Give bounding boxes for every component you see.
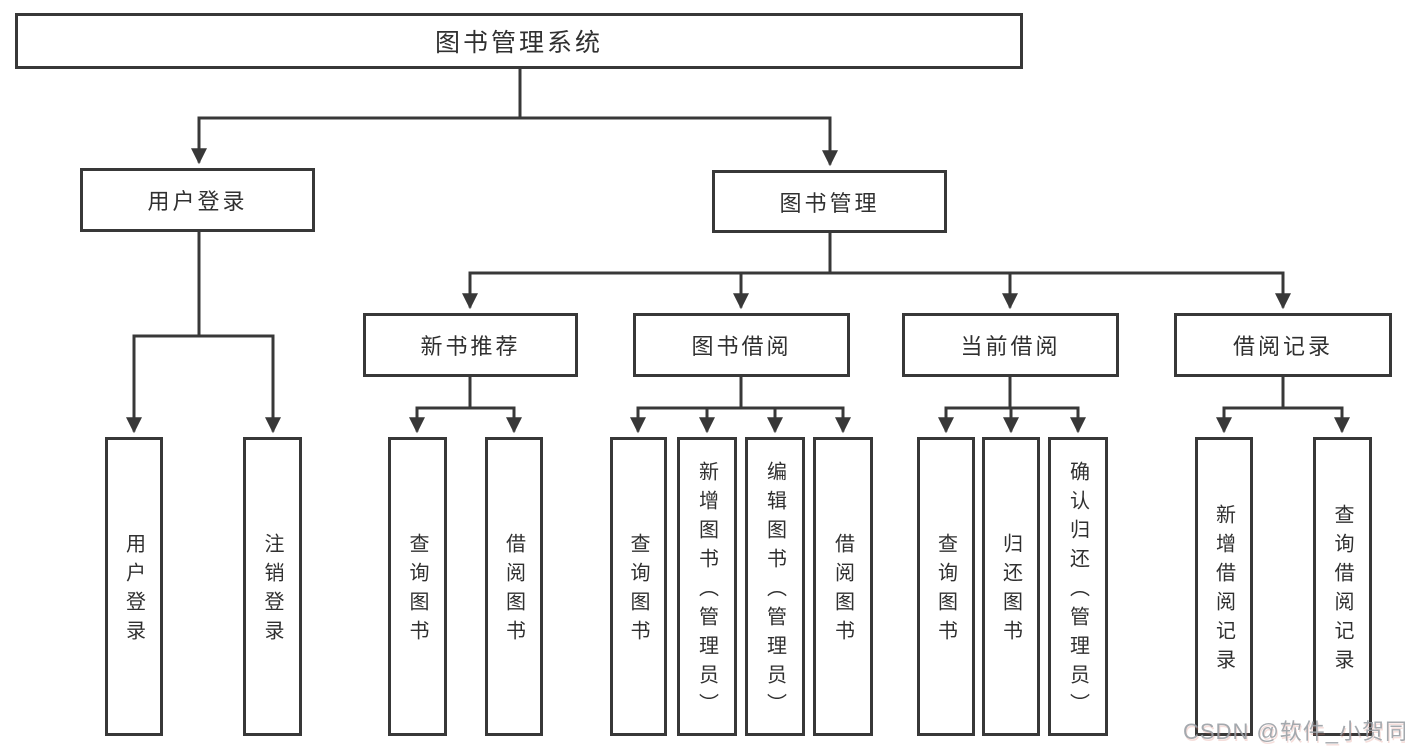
node-label: 用户登录 [122, 533, 145, 649]
leaf-logout: 注销登录 [243, 437, 302, 736]
node-library-management-system: 图书管理系统 [15, 13, 1023, 69]
leaf-user-login: 用户登录 [105, 437, 163, 736]
leaf-recommend-query-book: 查询图书 [388, 437, 447, 736]
leaf-recommend-borrow-book: 借阅图书 [485, 437, 543, 736]
node-borrowing-records: 借阅记录 [1174, 313, 1392, 377]
node-label: 图书管理 [779, 190, 880, 216]
node-label: 查询图书 [406, 533, 428, 649]
node-label: 借阅图书 [831, 533, 854, 649]
node-current-borrowing: 当前借阅 [902, 313, 1119, 377]
node-user-login: 用户登录 [80, 168, 315, 232]
node-label: 图书借阅 [691, 334, 792, 359]
leaf-borrowing-borrow-book: 借阅图书 [813, 437, 873, 736]
node-label: 借阅记录 [1232, 334, 1333, 359]
node-label: 归还图书 [999, 533, 1022, 649]
node-label: 用户登录 [147, 189, 248, 214]
node-label: 确认归还（管理员） [1066, 460, 1089, 722]
leaf-borrowing-edit-book-admin: 编辑图书（管理员） [745, 437, 805, 736]
node-label: 新书推荐 [420, 334, 521, 359]
leaf-borrowing-query-book: 查询图书 [610, 437, 667, 736]
node-label: 新增借阅记录 [1212, 504, 1235, 678]
leaf-current-return-book: 归还图书 [982, 437, 1040, 736]
leaf-records-add-record: 新增借阅记录 [1195, 437, 1253, 736]
leaf-borrowing-add-book-admin: 新增图书（管理员） [677, 437, 737, 736]
node-new-book-recommend: 新书推荐 [363, 313, 578, 377]
node-label: 当前借阅 [960, 334, 1061, 359]
leaf-current-query-book: 查询图书 [917, 437, 975, 736]
csdn-watermark: CSDN @软件_小贺同学 [1183, 719, 1405, 744]
leaf-current-confirm-return-admin: 确认归还（管理员） [1048, 437, 1108, 736]
node-label: 注销登录 [261, 533, 283, 649]
node-label: 借阅图书 [502, 533, 525, 649]
node-label: 编辑图书（管理员） [763, 460, 786, 722]
node-label: 查询借阅记录 [1331, 504, 1353, 678]
node-label: 新增图书（管理员） [695, 460, 718, 722]
node-book-borrowing: 图书借阅 [633, 313, 850, 377]
node-label: 图书管理系统 [434, 29, 603, 57]
node-label: 查询图书 [934, 533, 957, 649]
leaf-records-query-record: 查询借阅记录 [1313, 437, 1372, 736]
node-book-management: 图书管理 [712, 170, 947, 233]
node-label: 查询图书 [627, 533, 649, 649]
